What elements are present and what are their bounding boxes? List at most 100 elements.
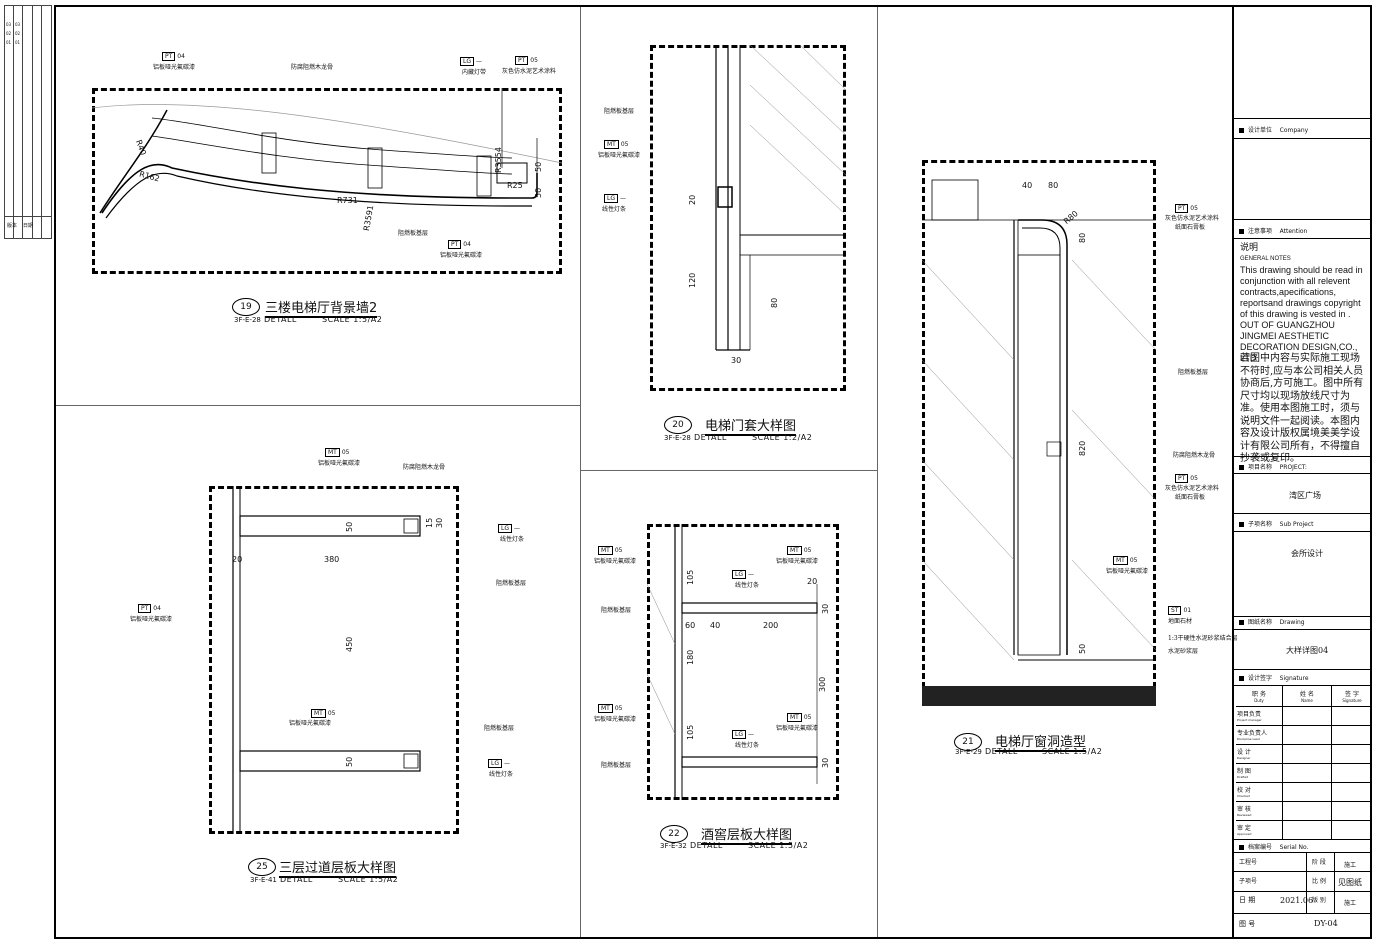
strip-text: 03: [6, 22, 12, 27]
note-fire-wood: 防腐阻燃木龙骨: [403, 464, 446, 471]
detail-label: DETALL: [985, 747, 1018, 756]
dim-820: 820: [1078, 440, 1087, 456]
dim-50: 50: [345, 756, 354, 767]
note-fire-base: 阻燃板基层: [601, 762, 632, 769]
detail-scale: SCALE 1:5/A2: [338, 875, 399, 884]
dim-180: 180: [686, 649, 695, 665]
dim-40: 40: [1022, 181, 1033, 190]
note-fire-wood: 防腐阻燃木龙骨: [291, 64, 334, 71]
detail-scale: SCALE 1:2/A2: [752, 433, 813, 442]
strip-text: 01: [6, 40, 12, 45]
detail-label: DETALL: [694, 433, 727, 442]
dim-20: 20: [807, 577, 818, 586]
drawing-no-label: 图 号: [1239, 920, 1256, 928]
dim-r3554: R3554: [494, 147, 503, 173]
dim-80: 80: [770, 297, 779, 308]
tag-lg: LG—: [460, 57, 482, 66]
dim-200: 200: [763, 621, 779, 630]
strip-label: 版本: [7, 223, 18, 229]
note-cement: 灰色仿水泥艺术涂料: [1165, 485, 1220, 492]
stage-value: 施工: [1344, 862, 1357, 869]
dim-50: 50: [1078, 643, 1087, 654]
detail-19-frame: [92, 88, 562, 274]
dim-40: 40: [710, 621, 721, 630]
company-label: 设计单位 Company: [1239, 125, 1308, 134]
general-notes-cn: 若图中内容与实际施工现场不符时,应与本公司相关人员协商后,方可施工。图中所有尺寸…: [1240, 353, 1364, 464]
dim-80: 80: [1078, 232, 1087, 243]
detail-22-frame: [647, 524, 839, 800]
date-label: 日 期: [1239, 896, 1256, 904]
tag-lg: LG—: [732, 570, 754, 579]
note-cement-layer: 水泥砂浆层: [1168, 648, 1199, 655]
detail-number: 21: [954, 733, 982, 751]
detail-ref: 3F-E-32: [660, 842, 687, 850]
note-fire-wood: 防腐阻燃木龙骨: [1173, 452, 1216, 459]
strip-text: 01: [15, 40, 21, 45]
project-label: 项目名称 PROJECT:: [1239, 462, 1307, 471]
drawing-value: 大样详图04: [1286, 646, 1329, 655]
drawing-label: 图纸名称 Drawing: [1239, 617, 1305, 626]
dim-50: 50: [534, 161, 543, 172]
note-fire-base: 阻燃板基层: [604, 108, 635, 115]
note-alum: 铝板哑光氟碳漆: [598, 152, 641, 159]
detail-number: 19: [232, 298, 260, 316]
detail-25-drawing: [232, 486, 421, 834]
serial-label: 档案编号 Serial No.: [1239, 842, 1309, 851]
version-label: 版 别: [1312, 897, 1326, 904]
note-alum: 铝板哑光氟碳漆: [440, 252, 483, 259]
note-gypsum: 纸面石膏板: [1175, 494, 1206, 501]
dim-30: 30: [821, 603, 830, 614]
strip-text: 03: [15, 22, 21, 27]
detail-label: DETALL: [280, 875, 313, 884]
note-hidden-light: 内藏灯带: [462, 69, 487, 76]
stage-label: 阶 段: [1312, 859, 1326, 866]
note-cement: 灰色仿水泥艺术涂料: [502, 68, 557, 75]
scale-label: 比 例: [1312, 878, 1326, 885]
note-line-light: 线性灯条: [500, 536, 525, 543]
subproject-label: 子项名称 Sub Project: [1239, 519, 1314, 528]
project-value: 湾区广场: [1289, 491, 1321, 500]
detail-title: 三层过道层板大样图: [279, 857, 397, 878]
detail-25-frame: [209, 486, 459, 834]
dim-30: 30: [435, 517, 444, 528]
general-notes: 说明 GENERAL NOTES This drawing should be …: [1240, 243, 1363, 363]
note-fire-base: 阻燃板基层: [484, 725, 515, 732]
dim-60: 60: [685, 621, 696, 630]
date-value: 2021.06: [1280, 896, 1314, 905]
note-cement: 灰色仿水泥艺术涂料: [1165, 215, 1220, 222]
detail-number: 25: [248, 858, 276, 876]
note-alum: 铝板哑光氟碳漆: [776, 725, 819, 732]
note-mortar: 1:3干硬性水泥砂浆结合层: [1168, 635, 1238, 642]
tag-lg: LG—: [498, 524, 520, 533]
note-alum: 铝板哑光氟碳漆: [1106, 568, 1149, 575]
dim-20: 20: [232, 555, 243, 564]
dim-105: 105: [686, 724, 695, 740]
detail-title: 三楼电梯厅背景墙2: [265, 297, 378, 318]
title-block: 设计单位 Company 注意事项 Attention 说明 GENERAL N…: [1232, 5, 1374, 939]
detail-title: 电梯厅窗洞造型: [995, 731, 1087, 752]
tag-lg: LG—: [488, 759, 510, 768]
detail-title: 电梯门套大样图: [705, 415, 797, 436]
tag-lg: LG—: [604, 194, 626, 203]
note-alum: 铝板哑光氟碳漆: [594, 716, 637, 723]
note-line-light: 线性灯条: [602, 206, 627, 213]
strip-label: 日期: [23, 223, 34, 229]
dim-450: 450: [345, 636, 354, 652]
dim-300: 300: [818, 676, 827, 692]
detail-22-drawing: [647, 524, 818, 800]
project-no-label: 工程号: [1239, 859, 1258, 866]
note-alum: 铝板哑光氟碳漆: [776, 558, 819, 565]
dim-30: 30: [821, 757, 830, 768]
note-fire-base: 阻燃板基层: [1178, 369, 1209, 376]
dim-30: 30: [731, 356, 742, 365]
